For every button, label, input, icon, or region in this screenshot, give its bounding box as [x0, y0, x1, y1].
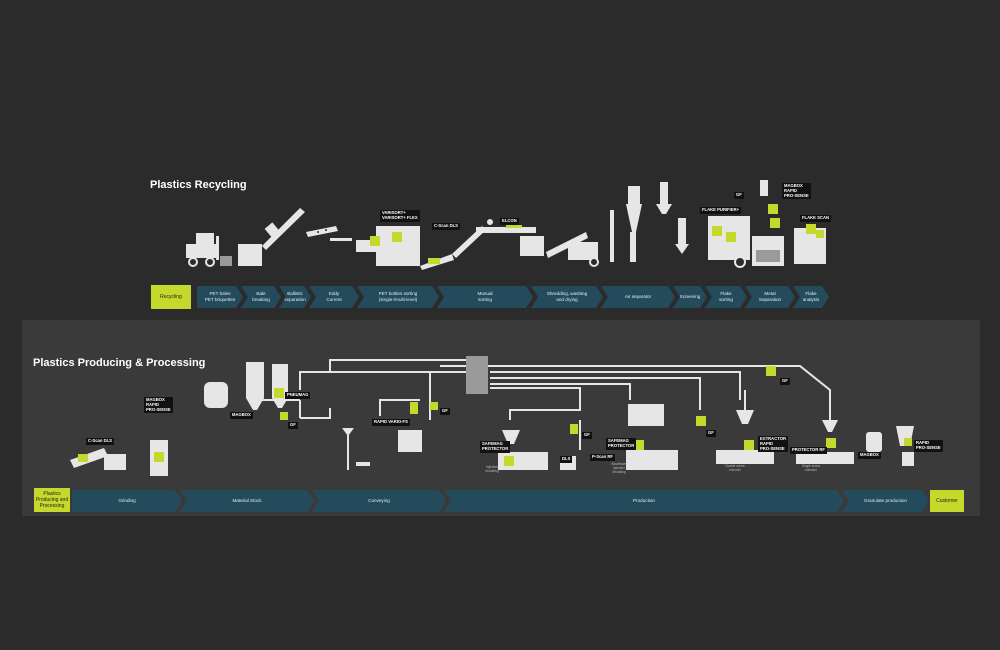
elcon-conveyor-icon [452, 219, 536, 258]
label-magbox-rapid-pro-sense-recycling[interactable]: MAGBOX RAPID PRO-SENSE [782, 183, 811, 200]
label-safemag-protector-2[interactable]: SAFEMAG PROTECTOR [606, 438, 637, 450]
label-cscan-dls-recycling[interactable]: C-Scan DLS [432, 223, 460, 230]
step-grinding: Grinding [72, 490, 182, 512]
label-flake-purifier[interactable]: FLAKE PURIFIER+ [700, 207, 742, 214]
processing-process-ribbon: Grinding Material Stock Conveying Produc… [72, 490, 929, 512]
label-rapid-vario-fs[interactable]: RAPID VARIO-FS [372, 419, 410, 426]
label-protector-rf[interactable]: PROTECTOR RF [790, 447, 827, 454]
label-pscan-rf[interactable]: P-Scan RF [590, 454, 615, 461]
label-magbox-rapid-pro-sense-processing[interactable]: MAGBOX RAPID PRO-SENSE [144, 397, 173, 414]
blow-moulding-icon [626, 404, 706, 470]
step-ballistic-separation: Ballistic separation [279, 286, 311, 308]
label-gf-processing-4[interactable]: GF [706, 430, 716, 437]
label-gf-processing-3[interactable]: GF [582, 432, 592, 439]
label-magbox-processing[interactable]: MAGBOX [230, 412, 253, 419]
caption-blow-foam-injection: Blow/foam injection Moulding [611, 462, 627, 474]
pipe-distributor-icon [466, 356, 488, 394]
step-metal-separation: Metal Separation [745, 286, 795, 308]
label-gf-processing-2[interactable]: GF [440, 408, 450, 415]
forklift-icon [186, 233, 232, 267]
conveying-pipes [260, 359, 831, 470]
recycling-process-ribbon: PET bales PET briquettes Bale breaking B… [197, 286, 829, 308]
recycling-title: Plastics Recycling [150, 179, 247, 191]
label-cscan-dls-processing[interactable]: C-Scan DLS [86, 438, 114, 445]
flake-scan-icon [794, 224, 826, 264]
step-material-stock: Material Stock [180, 490, 314, 512]
label-gf-processing-1[interactable]: GF [288, 422, 298, 429]
ballistic-conveyor-icon [306, 226, 352, 241]
processing-start-badge: Plastics Producing and Processing [34, 488, 70, 512]
step-pet-bottles-sorting: PET bottles sorting (single-/multi-level… [357, 286, 439, 308]
step-screening: Screening [673, 286, 707, 308]
step-air-separator: Air separator [601, 286, 675, 308]
processing-title: Plastics Producing & Processing [33, 357, 206, 369]
label-flake-scan[interactable]: FLAKE SCAN [800, 215, 831, 222]
label-rapid-pro-sense-granulate[interactable]: RAPID PRO-SENSE [914, 440, 943, 452]
label-safemag-protector-1[interactable]: SAFEMAG PROTECTOR [480, 441, 511, 453]
recycling-start-badge: Recycling [151, 285, 191, 309]
label-elcon[interactable]: ELCON [500, 218, 519, 225]
step-manual-sorting: Manual sorting [437, 286, 533, 308]
step-eddy-current: Eddy Current [309, 286, 359, 308]
washing-line-icon [520, 232, 599, 267]
caption-double-screw-extruder: Double screw extruder [725, 464, 745, 472]
metal-separator-icon [752, 180, 784, 266]
step-shredding-washing-drying: Shredding, washing and drying [531, 286, 603, 308]
granulator-icon [70, 440, 168, 476]
flake-purifier-icon [708, 216, 750, 268]
label-magbox-granulate[interactable]: MAGBOX [858, 452, 881, 459]
label-dls[interactable]: DLS [560, 456, 573, 463]
granulate-icon [866, 426, 914, 466]
step-pet-bales: PET bales PET briquettes [197, 286, 243, 308]
silo-icon [204, 362, 288, 420]
extruder-icon [716, 366, 854, 464]
step-flake-sorting: Flake sorting [705, 286, 747, 308]
varisort-machine-icon [356, 226, 454, 270]
air-separator-icon [610, 182, 689, 262]
label-extractor-rapid-pro-sense[interactable]: EXTRACTOR RAPID PRO-SENSE [758, 436, 788, 453]
step-production: Production [444, 490, 844, 512]
label-pneumag[interactable]: PNEUMAG [285, 392, 311, 399]
step-flake-analysis: Flake analysis [793, 286, 829, 308]
bale-breaker-icon [238, 208, 305, 266]
step-bale-breaking: Bale breaking [241, 286, 281, 308]
label-varisort[interactable]: VARISORT+ VARISORT+ FLEX [380, 210, 420, 222]
label-gf-recycling[interactable]: GF [734, 192, 744, 199]
step-granulate-production: Granulate production [842, 490, 929, 512]
processing-end-badge: Customer [930, 490, 964, 512]
step-conveying: Conveying [312, 490, 446, 512]
label-gf-processing-5[interactable]: GF [780, 378, 790, 385]
caption-single-screw-extruder: Single screw extruder [801, 464, 821, 472]
caption-injection-moulding: Injection moulding [485, 465, 499, 473]
vario-feeder-icon [342, 402, 438, 466]
